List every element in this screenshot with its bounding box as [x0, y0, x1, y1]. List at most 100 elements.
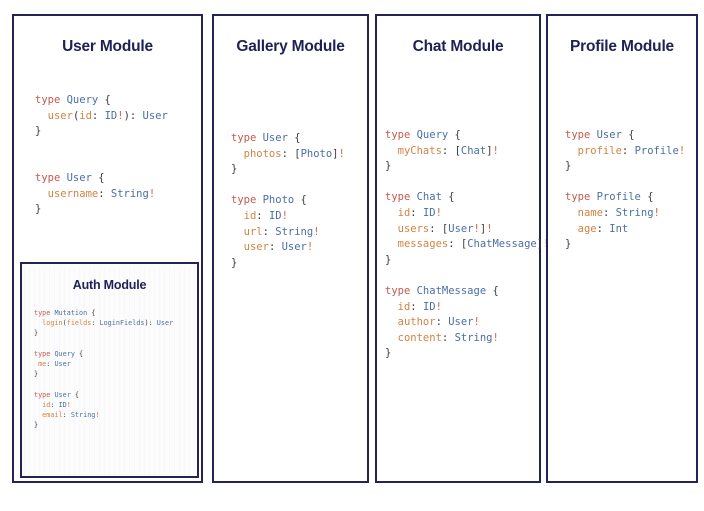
code-token: {: [287, 132, 301, 144]
code-token: type: [385, 129, 417, 141]
code-token: users: [385, 222, 430, 235]
module-panel-gallery[interactable]: Gallery Module type User { photos: [Phot…: [212, 14, 369, 483]
code-token: age: [565, 222, 597, 235]
code-token: Profile: [634, 144, 679, 157]
code-token: user: [231, 241, 269, 254]
code-line: id: ID!: [231, 209, 345, 225]
code-token: Chat: [416, 191, 442, 204]
module-title-profile: Profile Module: [570, 38, 674, 55]
module-panel-user[interactable]: User Module type Query { user(id: ID!): …: [12, 14, 203, 483]
code-token: !: [492, 331, 499, 344]
code-token: Profile: [596, 191, 641, 204]
code-token: :: [596, 222, 610, 235]
code-token: {: [70, 390, 80, 399]
code-line: me: User: [34, 359, 173, 369]
code-token: :: [91, 319, 100, 328]
code-token: User: [596, 129, 622, 141]
code-line: email: String!: [34, 410, 173, 420]
code-token: User: [448, 316, 474, 329]
code-token: }: [35, 125, 42, 138]
module-panel-profile[interactable]: Profile Module type User { profile: Prof…: [546, 14, 698, 483]
code-line: [565, 175, 685, 191]
code-token: !: [66, 400, 71, 409]
module-panel-chat[interactable]: Chat Module type Query { myChats: [Chat]…: [375, 14, 549, 483]
module-panel-auth[interactable]: Auth Module type Mutation { login(fields…: [20, 262, 199, 478]
code-token: !: [473, 222, 480, 235]
code-token: Query: [66, 94, 99, 106]
code-token: [: [441, 222, 449, 235]
code-token: }: [34, 370, 39, 379]
code-line: }: [34, 369, 173, 379]
code-token: type: [35, 171, 67, 184]
module-code-chat: type Query { myChats: [Chat]!} type Chat…: [385, 128, 549, 362]
code-token: !: [435, 206, 442, 219]
code-token: id: [79, 109, 92, 122]
code-token: Int: [609, 222, 629, 235]
code-token: id: [231, 209, 257, 222]
code-line: }: [35, 124, 168, 140]
code-token: }: [565, 238, 572, 251]
code-token: String: [70, 411, 96, 420]
code-line: id: ID!: [34, 400, 173, 410]
code-token: id: [34, 400, 51, 409]
code-token: ):: [123, 109, 143, 122]
code-token: :: [410, 206, 423, 219]
code-token: Query: [416, 129, 449, 141]
code-token: :: [50, 400, 59, 409]
code-token: type: [231, 132, 263, 144]
code-line: type ChatMessage {: [385, 284, 549, 300]
code-line: user(id: ID!): User: [35, 109, 168, 125]
code-line: type User {: [35, 171, 168, 187]
code-token: (: [62, 319, 67, 328]
code-token: User: [66, 171, 92, 184]
code-token: String: [275, 225, 314, 238]
code-token: ChatMessage: [467, 238, 537, 251]
code-line: id: ID!: [385, 206, 549, 222]
module-title-user: User Module: [62, 38, 153, 55]
code-token: !: [338, 147, 345, 160]
code-line: }: [565, 159, 685, 175]
code-token: :: [98, 187, 111, 200]
code-token: ID: [422, 300, 436, 313]
code-line: type User {: [34, 390, 173, 400]
code-token: photos: [231, 147, 282, 160]
code-line: [385, 175, 549, 191]
code-token: {: [621, 129, 635, 141]
code-token: {: [640, 191, 654, 204]
code-line: age: Int: [565, 222, 685, 238]
code-token: Chat: [460, 144, 487, 157]
code-token: type: [35, 94, 67, 106]
code-line: type Chat {: [385, 190, 549, 206]
code-token: }: [385, 160, 392, 173]
code-token: }: [385, 253, 392, 266]
code-token: {: [294, 194, 307, 207]
code-line: author: User!: [385, 315, 549, 331]
code-line: }: [385, 253, 549, 269]
code-token: String: [615, 206, 654, 219]
code-token: [: [454, 144, 461, 157]
code-line: myChats: [Chat]!: [385, 144, 549, 160]
code-token: :: [448, 238, 461, 251]
module-title-chat: Chat Module: [412, 38, 504, 55]
code-line: }: [385, 159, 549, 175]
code-token: :: [91, 109, 105, 122]
code-line: type Query {: [34, 349, 173, 359]
code-token: :: [602, 206, 616, 219]
code-token: !: [435, 300, 442, 313]
code-line: }: [565, 237, 685, 253]
code-token: :: [268, 241, 282, 254]
code-token: login: [34, 319, 63, 328]
code-line: }: [34, 328, 173, 338]
code-token: {: [74, 349, 84, 358]
code-token: }: [231, 256, 238, 269]
code-token: user: [35, 109, 73, 122]
code-token: !: [281, 209, 288, 222]
code-token: profile: [565, 144, 622, 157]
code-line: [35, 140, 168, 156]
code-token: ]: [479, 222, 487, 235]
code-line: messages: [ChatMessage]!: [385, 237, 550, 253]
code-token: {: [448, 129, 461, 141]
code-token: messages: [385, 238, 449, 251]
code-line: }: [231, 256, 345, 272]
code-token: email: [34, 411, 63, 420]
